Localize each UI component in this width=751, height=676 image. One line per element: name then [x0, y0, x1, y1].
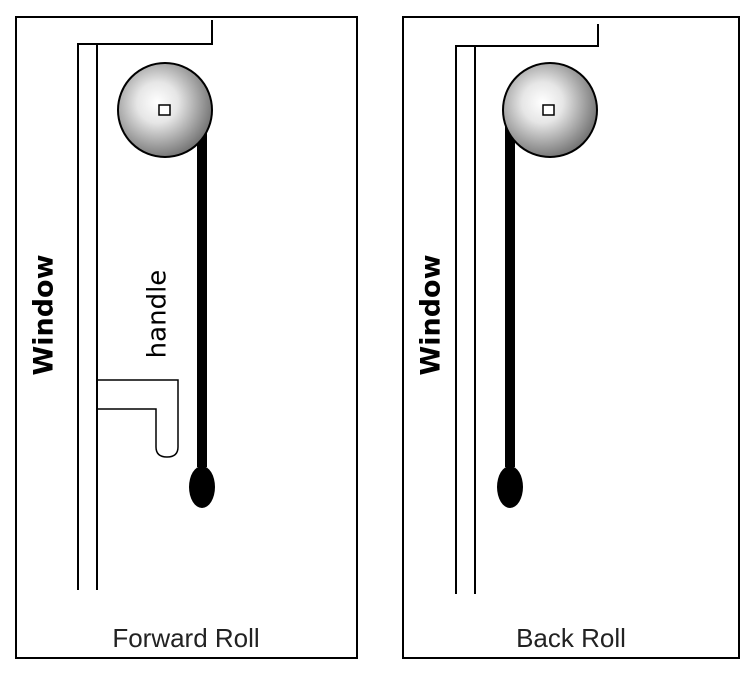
handle-bracket: [97, 379, 179, 458]
window-frame: [77, 20, 213, 590]
window-label: Window: [29, 254, 60, 375]
roller-axle: [158, 104, 171, 116]
window-label: Window: [416, 254, 447, 375]
handle-label: handle: [143, 270, 173, 359]
back-roll-panel: Window Back Roll: [402, 16, 740, 659]
back-roll-caption: Back Roll: [516, 623, 626, 653]
forward-roll-caption: Forward Roll: [112, 623, 259, 653]
shade-bottom-weight: [497, 466, 523, 508]
forward-roll-panel: Window handle Forward Roll: [15, 16, 358, 659]
shade-fabric: [505, 112, 515, 467]
roller-axle: [542, 104, 555, 116]
shade-bottom-weight: [189, 466, 215, 508]
shade-fabric: [197, 107, 207, 467]
window-frame: [455, 24, 599, 594]
